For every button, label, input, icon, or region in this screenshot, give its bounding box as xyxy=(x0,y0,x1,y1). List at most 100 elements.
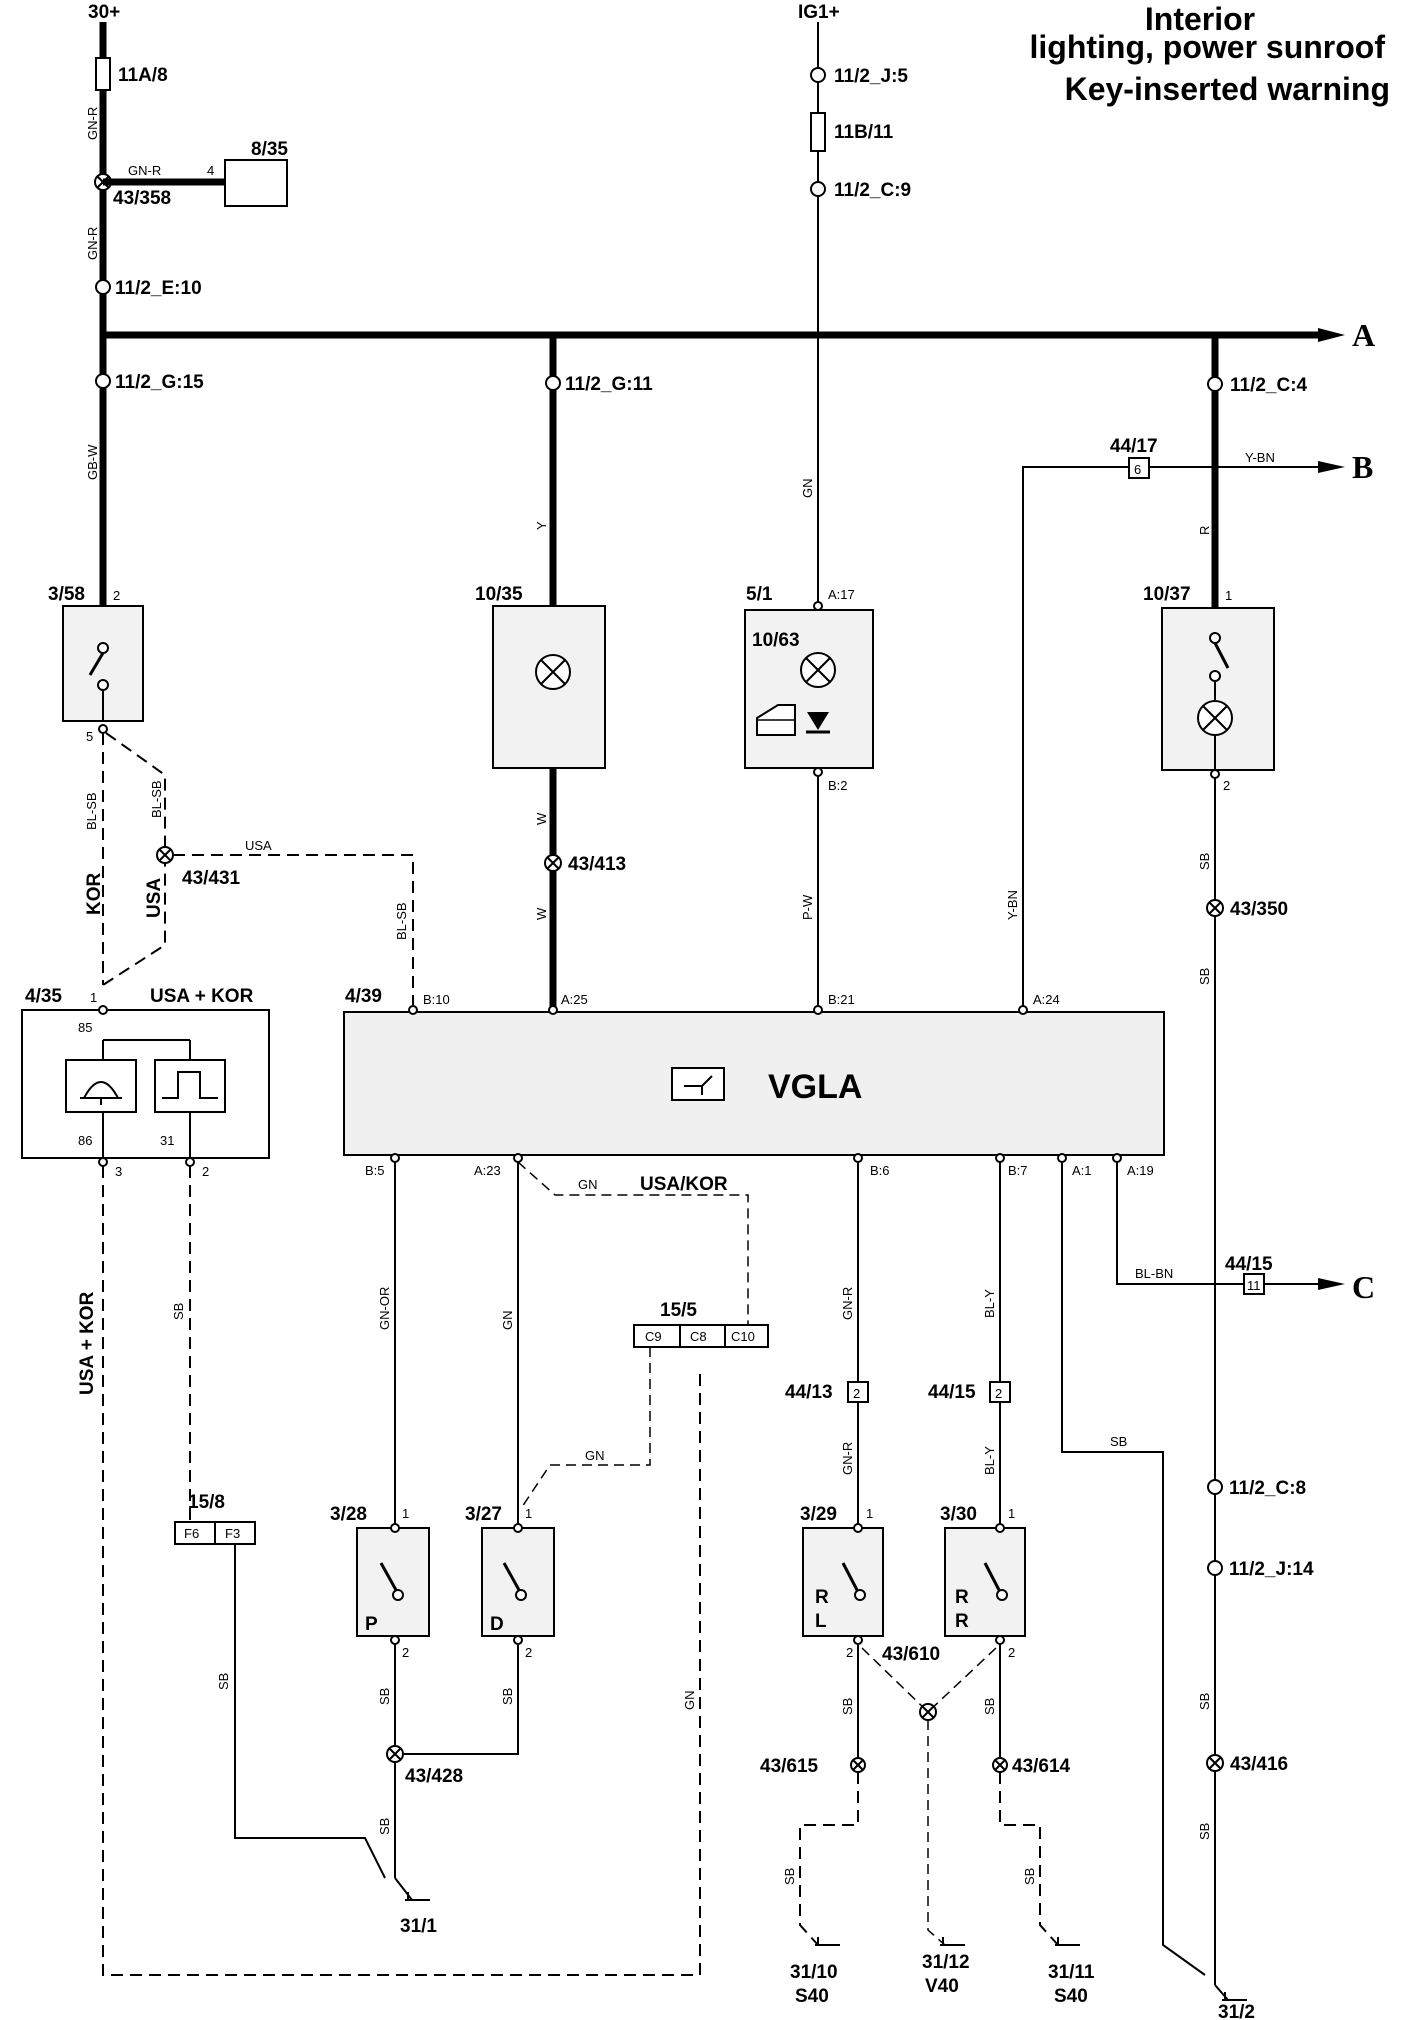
wire-label-gn-r-3: GN-R xyxy=(85,227,100,260)
lamp-10-37 xyxy=(1161,607,1275,771)
wire-label-gn-r-b: GN-R xyxy=(840,1442,855,1475)
switch-3-29: GN-R 44/13 2 GN-R 3/29 1 R L 2 SB 43/615… xyxy=(760,1162,884,2007)
connector-11-2-c4 xyxy=(1207,376,1223,392)
pin-3-28-2: 2 xyxy=(402,1645,409,1660)
connector-11-2-g11 xyxy=(545,375,561,391)
wire-label-gn-r-2: GN-R xyxy=(128,163,161,178)
pin-a19: A:19 xyxy=(1127,1163,1154,1178)
title-line-2: lighting, power sunroof xyxy=(1029,29,1385,65)
module-5-1 xyxy=(744,609,874,769)
wire-label-bl-y-2: BL-Y xyxy=(982,1446,997,1475)
ground-31-12: 31/12 xyxy=(922,1952,970,1973)
connector-11-2-e10-label: 11/2_E:10 xyxy=(115,278,202,299)
wire-label-y-bn-2: Y-BN xyxy=(1005,890,1020,920)
branch-10-37: 11/2_C:4 R 10/37 1 2 SB 43/350 SB 11/2_C… xyxy=(1143,335,1314,1985)
pin-4-35-1: 1 xyxy=(90,990,97,1005)
connector-11-2-c8 xyxy=(1207,1479,1223,1495)
ground-31-11: 31/11 xyxy=(1048,1962,1095,1983)
branch-to-c: C BL-BN 44/15 11 xyxy=(1116,1162,1375,1305)
wire-label-w-1: W xyxy=(534,812,549,825)
pin-a17: A:17 xyxy=(828,587,855,602)
pin-b21: B:21 xyxy=(828,992,855,1007)
switch-3-27: GN 3/27 1 D 2 SB xyxy=(403,1162,555,1755)
branch-10-35: 11/2_G:11 Y 10/35 W 43/413 W xyxy=(475,335,653,1010)
pin-3-27-1: 1 xyxy=(525,1506,532,1521)
wire-label-bl-sb-1: BL-SB xyxy=(84,792,99,830)
connector-15-8-label: 15/8 xyxy=(188,1492,225,1513)
pulse-symbol xyxy=(154,1059,226,1113)
connector-44-13 xyxy=(847,1381,869,1403)
wire-label-gn-4: GN xyxy=(682,1691,697,1711)
wire-label-sb-9: SB xyxy=(377,1818,392,1835)
module-4-39-label: 4/39 xyxy=(345,986,382,1007)
pin-3-58-bot: 5 xyxy=(86,729,93,744)
title-line-1: Interior xyxy=(1145,1,1255,37)
wire-label-gn-r: GN-R xyxy=(85,107,100,140)
pin-3-29-2: 2 xyxy=(846,1645,853,1660)
wire-label-sb-13: SB xyxy=(982,1698,997,1715)
branch-5-1: 11/2_J:5 11B/11 11/2_C:9 GN A:17 5/1 10/… xyxy=(744,22,911,1008)
splice-43-610-group: 43/610 31/12 V40 xyxy=(861,1644,997,1997)
pin-b2: B:2 xyxy=(828,778,848,793)
pin-b6: B:6 xyxy=(870,1163,890,1178)
wire-label-gn-2: GN xyxy=(578,1177,598,1192)
splice-43-358-label: 43/358 xyxy=(113,188,171,209)
label-usa-2: USA xyxy=(245,838,272,853)
label-usa-slash-kor: USA/KOR xyxy=(640,1174,728,1195)
diagram-title: Interior lighting, power sunroof Key-ins… xyxy=(1029,1,1390,107)
wire-label-r: R xyxy=(1197,526,1212,535)
connector-11-2-g15-label: 11/2_G:15 xyxy=(115,372,204,393)
label-usa-1: USA xyxy=(144,878,165,918)
wire-label-sb-11: SB xyxy=(840,1698,855,1715)
pin-3-30-1: 1 xyxy=(1008,1506,1015,1521)
connector-44-15-a-pin: 11 xyxy=(1247,1278,1261,1293)
supply-ig1: IG1+ xyxy=(798,2,840,23)
wire-label-sb-6: SB xyxy=(1197,1823,1212,1840)
connector-44-15-a-label: 44/15 xyxy=(1225,1254,1273,1275)
wire-label-w-2: W xyxy=(534,907,549,920)
pin-a24: A:24 xyxy=(1033,992,1060,1007)
connector-44-17-label: 44/17 xyxy=(1110,436,1158,457)
wire-label-y-bn-1: Y-BN xyxy=(1245,450,1275,465)
switch-letter-rl-1: R xyxy=(815,1587,829,1608)
splice-43-428-label: 43/428 xyxy=(405,1766,463,1787)
lamp-10-35-label: 10/35 xyxy=(475,584,523,605)
pulse-icon xyxy=(162,1071,218,1099)
connector-15-8: 15/8 F6 F3 SB xyxy=(174,1492,386,1879)
connector-11-2-c4-label: 11/2_C:4 xyxy=(1230,375,1308,396)
pin-3-30-2: 2 xyxy=(1008,1645,1015,1660)
connector-11-2-j5-label: 11/2_J:5 xyxy=(834,66,908,87)
ground-31-2: 31/2 xyxy=(1218,2002,1255,2020)
label-kor: KOR xyxy=(84,873,105,916)
switch-letter-p: P xyxy=(365,1614,378,1635)
title-line-3: Key-inserted warning xyxy=(1065,71,1390,107)
component-8-35 xyxy=(224,159,288,207)
connector-11-2-j5 xyxy=(810,67,826,83)
pin-3-27-2: 2 xyxy=(525,1645,532,1660)
connector-11-2-e10 xyxy=(95,279,111,295)
output-b: B xyxy=(1352,449,1373,485)
pin-b5: B:5 xyxy=(365,1163,385,1178)
branch-3-58: 11/2_G:15 GB-W 3/58 2 5 BL-SB KOR BL-SB … xyxy=(48,372,414,1005)
wire-label-gn-1: GN xyxy=(800,479,815,499)
pin-3-28-1: 1 xyxy=(402,1506,409,1521)
output-c: C xyxy=(1352,1269,1375,1305)
wire-label-gn-3: GN xyxy=(585,1448,605,1463)
wire-label-y: Y xyxy=(534,521,549,530)
fuse-11b11 xyxy=(810,112,826,152)
connector-15-5-c10: C10 xyxy=(731,1329,755,1344)
connector-44-17 xyxy=(1128,457,1150,479)
connector-44-13-label: 44/13 xyxy=(785,1382,833,1403)
splice-43-416-label: 43/416 xyxy=(1230,1754,1288,1775)
fuse-11b11-label: 11B/11 xyxy=(834,122,894,143)
connector-11-2-c8-label: 11/2_C:8 xyxy=(1229,1478,1306,1499)
switch-3-29-label: 3/29 xyxy=(800,1504,837,1525)
wire-label-bl-sb-3: BL-SB xyxy=(394,902,409,940)
switch-letter-d: D xyxy=(490,1614,504,1635)
wire-label-sb-8: SB xyxy=(377,1688,392,1705)
connector-15-8-f6: F6 xyxy=(184,1526,199,1541)
switch-3-27-label: 3/27 xyxy=(465,1504,502,1525)
pin-4-35-31: 31 xyxy=(160,1133,174,1148)
switch-3-28: GN-OR 3/28 1 P 2 SB 43/428 SB 31/1 xyxy=(330,1162,463,1937)
wire-label-sb-14: SB xyxy=(1022,1868,1037,1885)
